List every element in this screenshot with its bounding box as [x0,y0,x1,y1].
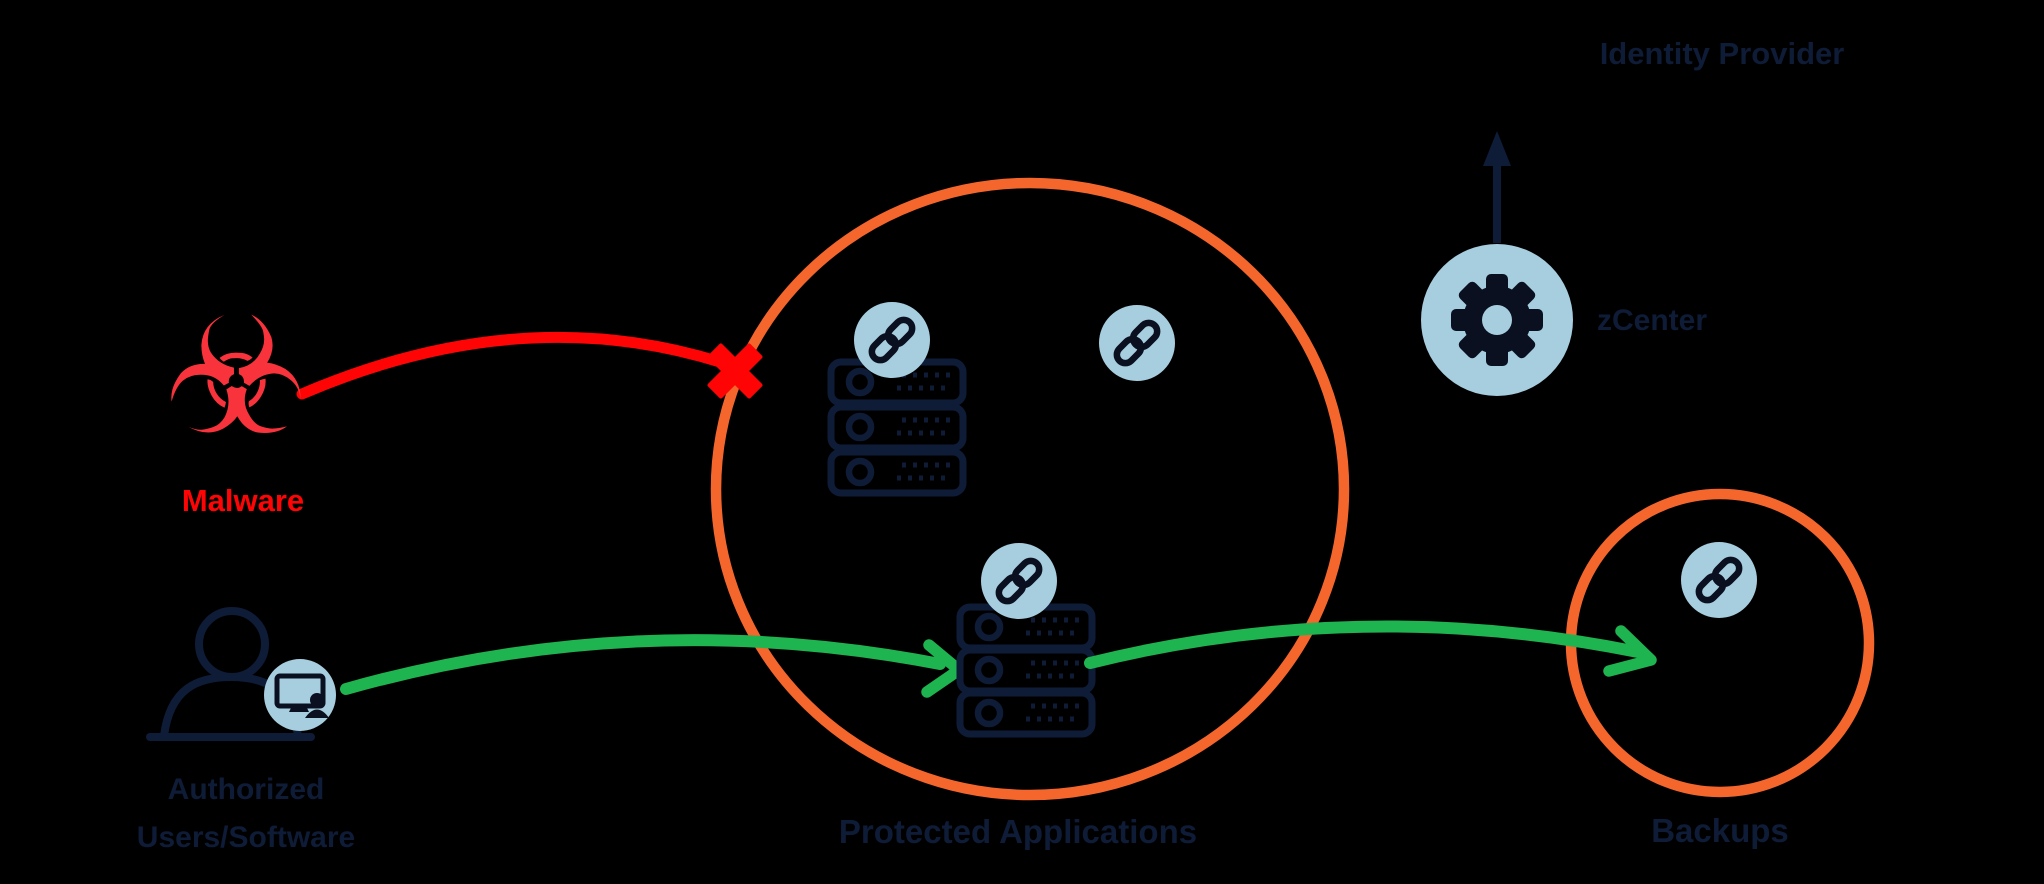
biohazard-icon: ☣ [163,284,308,472]
backups-label: Backups [1651,812,1789,849]
link-icon-1 [854,302,930,378]
software-badge-icon [264,659,336,731]
up-arrow-icon [1483,131,1511,166]
gear-icon [1451,274,1543,366]
malware-label: Malware [181,483,305,518]
authorized-users-label: Authorized Users/Software [136,773,356,854]
backup-replication-arrow [1084,620,1657,677]
server-stack-icon-lower [956,603,1096,738]
server-stack-icon-upper [827,358,967,497]
protected-applications-circle [710,177,1350,801]
identity-provider-label: Identity Provider [1599,36,1845,71]
authorized-user-icon [146,607,336,741]
blocked-x-icon [707,343,763,399]
protected-applications-label: Protected Applications [838,813,1198,850]
malware-attack-line [296,331,726,400]
link-icon-backups [1681,542,1757,618]
monitor-user-icon [305,693,329,718]
authorized-access-arrow [340,634,965,698]
link-icon-2 [1099,305,1175,381]
zcenter-node [1421,131,1573,396]
link-icon-3 [981,543,1057,619]
zcenter-label: zCenter [1597,304,1708,337]
